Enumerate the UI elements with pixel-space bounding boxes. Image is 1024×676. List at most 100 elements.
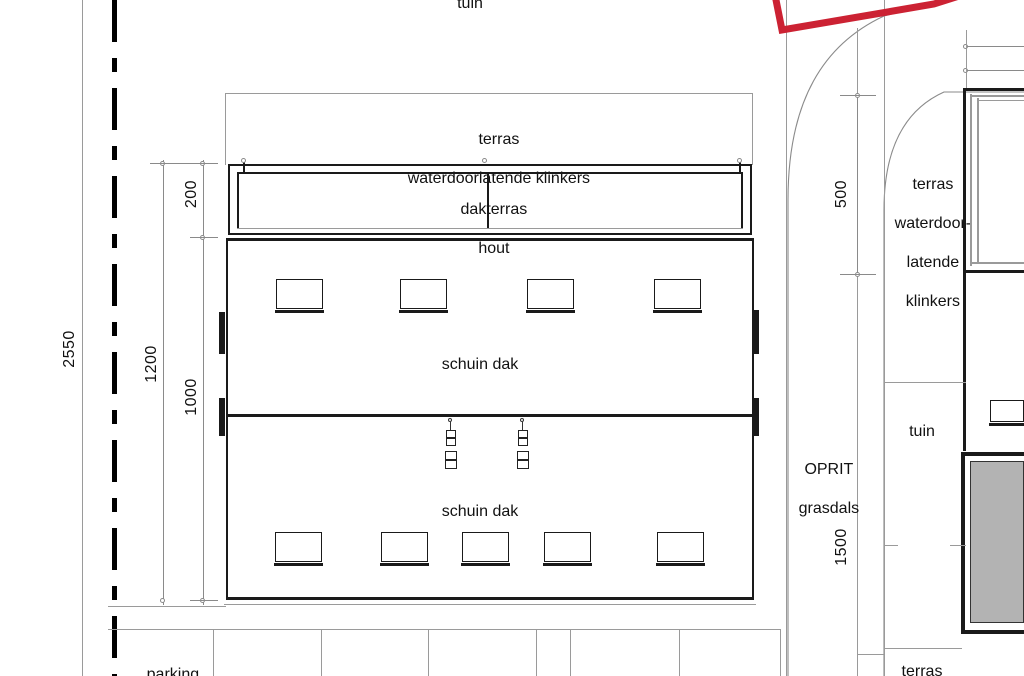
right-zone-line-2 xyxy=(857,28,858,676)
vent-cell-2 xyxy=(446,438,456,446)
label-oprit-line1: OPRIT xyxy=(804,460,854,478)
dimension-left-2550: 2550 xyxy=(61,330,78,368)
dakterras-outer-left xyxy=(228,164,230,235)
parking-divider-2 xyxy=(321,629,322,676)
vent-knob xyxy=(520,418,524,422)
label-terras-right-line4: klinkers xyxy=(905,292,960,310)
vent-rod xyxy=(522,422,523,430)
label-oprit: OPRIT grasdals xyxy=(770,440,870,538)
label-terras-right-line3: latende xyxy=(906,253,960,271)
right-zone-line-1 xyxy=(786,0,787,676)
label-tuin-top: tuin xyxy=(457,0,483,12)
grey-volume-lower-tick xyxy=(884,648,962,649)
dimension-line-1000 xyxy=(203,160,204,605)
right-building-inner-wall-b xyxy=(977,98,979,262)
label-terras-right-line1: terras xyxy=(912,175,954,193)
right-leader-line-1 xyxy=(966,46,1024,47)
vent-cell-3 xyxy=(445,451,457,460)
skylight-upper-1 xyxy=(275,279,324,313)
label-terras-top-line1: terras xyxy=(478,130,520,148)
vent-cell-3 xyxy=(517,451,529,460)
grey-volume-bottom-wall xyxy=(961,630,1024,634)
skylight-upper-4 xyxy=(653,279,702,313)
right-leader-line-2 xyxy=(966,70,1024,71)
right-building-left-wall xyxy=(963,88,966,272)
label-schuin-dak-lower: schuin dak xyxy=(441,503,519,520)
left-reference-line xyxy=(82,0,83,676)
wall-accent-left-upper xyxy=(219,312,225,354)
right-building-inner-top-b xyxy=(977,100,1024,101)
terras-boundary-top xyxy=(225,93,753,94)
roof-ridge-line xyxy=(226,414,754,417)
label-schuin-dak-upper: schuin dak xyxy=(441,356,519,373)
parking-divider-7 xyxy=(780,629,781,676)
right-building-mid-divider xyxy=(884,382,966,383)
label-parking: parking grasdals xyxy=(112,645,216,676)
parking-divider-6 xyxy=(679,629,680,676)
parking-zone-upper-line xyxy=(108,606,226,607)
label-oprit-line2: grasdals xyxy=(798,499,860,517)
right-bottom-divider xyxy=(857,654,884,655)
parking-divider-5 xyxy=(570,629,571,676)
skylight-upper-2 xyxy=(399,279,448,313)
dimension-line-500 xyxy=(857,95,858,275)
roof-vent-stack-right xyxy=(515,418,531,470)
label-tuin-right: tuin xyxy=(909,423,935,440)
building-roof-left-edge xyxy=(226,238,228,600)
dimension-right-500: 500 xyxy=(833,179,850,209)
terras-boundary-right xyxy=(752,93,753,165)
grey-volume-fill xyxy=(970,461,1024,623)
dimension-left-1200: 1200 xyxy=(143,345,160,383)
label-dakterras: dakterras hout xyxy=(385,180,585,278)
dakterras-node-mid xyxy=(482,158,487,163)
grey-volume-left-wall xyxy=(961,452,965,634)
dimension-tick-500-bottom xyxy=(840,274,876,275)
wall-accent-right-upper xyxy=(753,310,759,354)
right-building-window xyxy=(989,400,1024,426)
grey-volume-outer-tick xyxy=(884,545,898,546)
vent-cell-1 xyxy=(446,430,456,438)
dakterras-inner-left xyxy=(237,172,239,228)
vent-knob xyxy=(448,418,452,422)
dimension-tick-200-upper xyxy=(152,163,214,164)
dakterras-inner-bottom xyxy=(237,228,743,229)
right-building-terrace-bottom-inner xyxy=(970,262,1024,264)
right-building-inner-wall-a xyxy=(970,94,972,266)
label-dakterras-line1: dakterras xyxy=(460,200,528,218)
parking-divider-3 xyxy=(428,629,429,676)
building-roof-top-edge xyxy=(226,238,754,241)
vent-cell-4 xyxy=(517,460,529,469)
building-eave-line xyxy=(224,604,756,605)
label-terras-right-line2: waterdoor- xyxy=(894,214,972,232)
skylight-lower-4 xyxy=(543,532,592,566)
right-building-top-wall xyxy=(963,88,1024,91)
right-leader-vertical xyxy=(966,30,967,90)
label-dakterras-line2: hout xyxy=(478,239,510,257)
vent-cell-4 xyxy=(445,460,457,469)
vent-cell-2 xyxy=(518,438,528,446)
right-building-terrace-bottom xyxy=(963,270,1024,273)
dimension-left-1000: 1000 xyxy=(183,378,200,416)
right-building-mid-wall xyxy=(963,273,966,451)
vent-rod xyxy=(450,422,451,430)
grey-volume-side-tick xyxy=(950,545,966,546)
right-zone-line-3 xyxy=(884,0,885,676)
roof-vent-stack-left xyxy=(443,418,459,470)
label-terras-right: terras waterdoor- latende klinkers xyxy=(876,155,972,331)
dakterras-outer-right xyxy=(750,164,752,235)
parking-zone-top-line xyxy=(108,629,780,630)
dakterras-post-left xyxy=(243,160,245,172)
dimension-tick-500-top xyxy=(840,95,876,96)
building-roof-bottom-edge xyxy=(226,597,754,600)
dakterras-post-right xyxy=(739,160,741,172)
right-leader-dot-1 xyxy=(963,44,968,49)
dakterras-node-right xyxy=(737,158,742,163)
dimension-tick-200-lower xyxy=(190,237,218,238)
dimension-200: 200 xyxy=(183,179,200,209)
parking-divider-1 xyxy=(213,629,214,676)
dakterras-outer-bottom xyxy=(228,233,752,235)
vent-cell-1 xyxy=(518,430,528,438)
skylight-lower-5 xyxy=(656,532,705,566)
grey-volume-top-wall xyxy=(961,452,1024,456)
